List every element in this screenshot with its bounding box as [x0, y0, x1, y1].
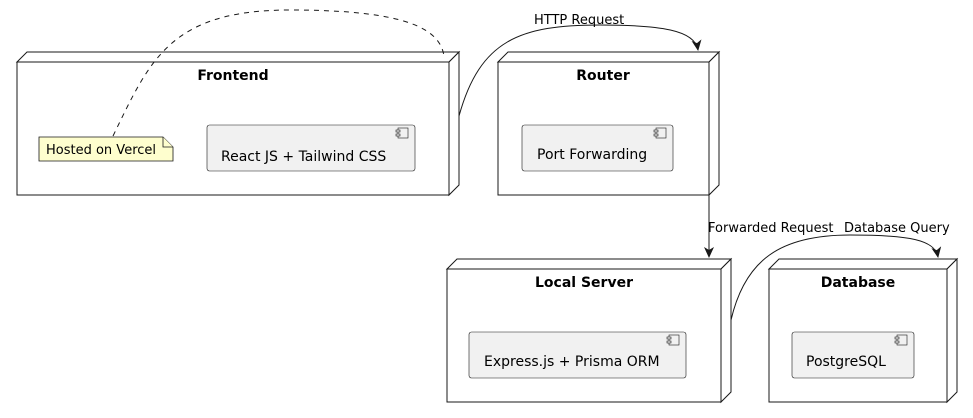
edge-forwarded-request-label: Forwarded Request [708, 221, 833, 236]
node-router-title: Router [576, 68, 630, 84]
node-frontend-side [448, 50, 460, 197]
component-icon [395, 127, 409, 139]
component-port-forwarding-label: Port Forwarding [537, 147, 647, 163]
node-local-server[interactable]: Local Server Express.js + Prisma ORM [445, 257, 733, 404]
edge-http-request-label: HTTP Request [534, 13, 624, 28]
node-local-server-side [720, 257, 732, 404]
note-body [38, 136, 174, 162]
component-postgresql-label: PostgreSQL [806, 354, 886, 370]
node-router[interactable]: Router Port Forwarding [496, 50, 721, 197]
node-database[interactable]: Database PostgreSQL [767, 257, 959, 404]
component-port-forwarding[interactable]: Port Forwarding [521, 124, 674, 172]
component-express-prisma[interactable]: Express.js + Prisma ORM [468, 331, 687, 379]
node-frontend-top [15, 51, 461, 63]
edge-http-request-line [458, 24, 702, 117]
note-hosted-on-vercel[interactable]: Hosted on Vercel [38, 9, 445, 162]
component-react-tailwind-label: React JS + Tailwind CSS [221, 149, 386, 165]
component-icon [653, 127, 667, 139]
node-router-top [496, 51, 721, 63]
node-database-top [767, 258, 959, 270]
note-fold-corner [162, 137, 173, 148]
note-text: Hosted on Vercel [46, 143, 156, 158]
component-postgresql[interactable]: PostgreSQL [791, 331, 915, 379]
edge-http-request: HTTP Request [458, 13, 702, 117]
edge-database-query: Database Query [730, 221, 950, 321]
node-local-server-top [445, 258, 733, 270]
component-react-tailwind[interactable]: React JS + Tailwind CSS [206, 124, 416, 172]
node-frontend-title: Frontend [197, 68, 268, 84]
component-icon [666, 334, 680, 346]
node-frontend[interactable]: Frontend React JS + Tailwind CSS [15, 50, 461, 197]
component-express-prisma-label: Express.js + Prisma ORM [484, 354, 660, 370]
node-router-side [708, 50, 720, 197]
component-icon [894, 334, 908, 346]
edge-database-query-label: Database Query [844, 221, 950, 236]
node-database-title: Database [821, 275, 896, 291]
node-database-side [946, 257, 958, 404]
edge-database-query-line [730, 234, 942, 321]
edge-forwarded-request: Forwarded Request [704, 195, 833, 258]
node-local-server-title: Local Server [535, 275, 633, 291]
